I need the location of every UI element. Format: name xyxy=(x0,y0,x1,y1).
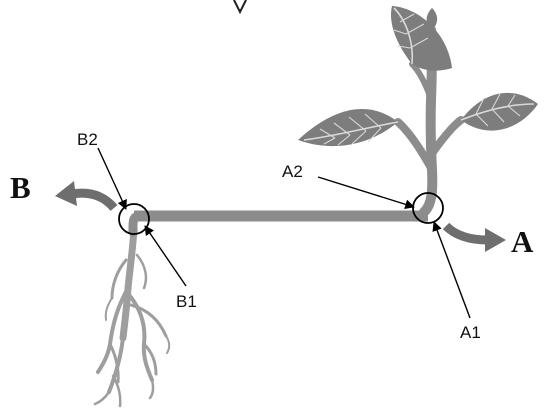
roots xyxy=(93,224,171,408)
junction-circle-b xyxy=(118,203,150,235)
pointer-lines xyxy=(97,147,471,319)
direction-arrow-a xyxy=(442,222,506,252)
pointer-b1 xyxy=(144,225,187,287)
leaves xyxy=(298,6,538,147)
label-a1: A1 xyxy=(460,323,481,342)
direction-arrow-b xyxy=(55,181,118,212)
right-leaf xyxy=(460,92,538,131)
label-b1: B1 xyxy=(176,292,197,311)
apical-bud xyxy=(426,8,438,32)
label-b2: B2 xyxy=(77,130,98,149)
label-a2: A2 xyxy=(282,162,303,181)
pointer-b2 xyxy=(97,147,127,210)
pointer-a2 xyxy=(317,176,415,210)
label-a: A xyxy=(511,224,534,259)
top-edge-mark xyxy=(233,0,247,15)
label-b: B xyxy=(10,170,31,205)
top-leaf xyxy=(390,6,452,71)
left-leaf xyxy=(298,109,399,147)
pointer-a1 xyxy=(432,221,471,319)
left-bend xyxy=(128,211,145,237)
